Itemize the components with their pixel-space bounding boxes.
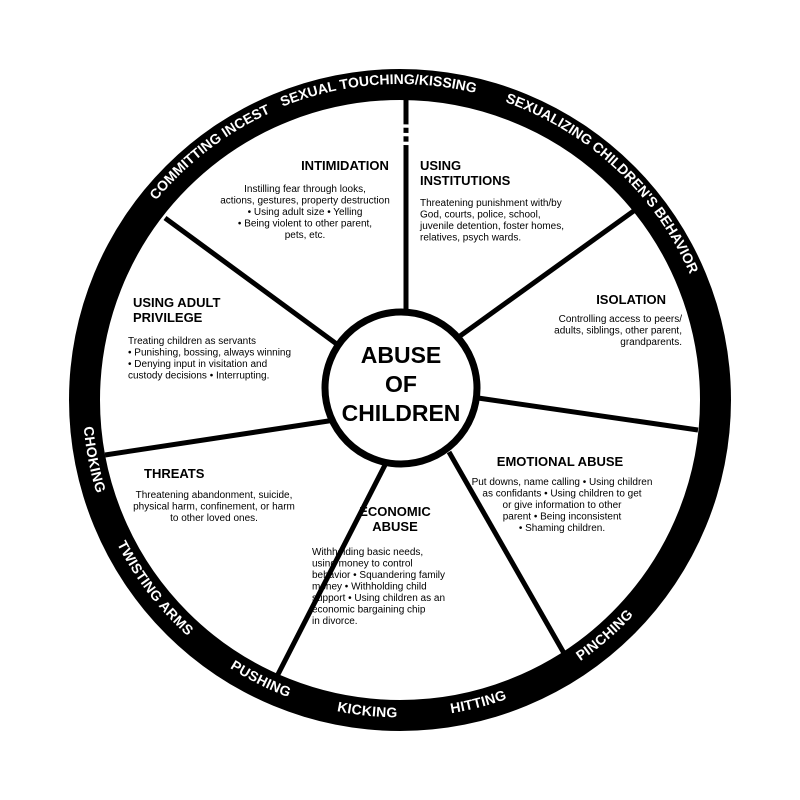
hub-line-3: CHILDREN	[342, 400, 461, 426]
segment-body-line: pets, etc.	[285, 230, 326, 241]
wheel-segments: INTIMIDATION Instilling fear through look…	[128, 158, 682, 627]
segment-body-line: actions, gestures, property destruction	[220, 196, 390, 207]
segment-title: INSTITUTIONS	[420, 173, 511, 188]
segment-body-line: Withholding basic needs,	[312, 547, 423, 558]
segment-body-line: • Shaming children.	[519, 523, 605, 534]
spoke-3	[477, 395, 699, 433]
segment-body-line: • Being violent to other parent,	[238, 219, 372, 230]
segment-1: INTIMIDATION Instilling fear through look…	[220, 158, 390, 241]
segment-title: THREATS	[144, 466, 205, 481]
segment-body-line: Controlling access to peers/	[559, 314, 683, 325]
segment-body-line: Instilling fear through looks,	[244, 184, 366, 195]
hub-circle	[321, 308, 481, 468]
segment-body-line: money • Withholding child	[312, 582, 427, 593]
segment-body-line: relatives, psych wards.	[420, 233, 521, 244]
segment-body-line: God, courts, police, school,	[420, 210, 541, 221]
segment-body-line: economic bargaining chip	[312, 605, 426, 616]
spoke-7	[163, 215, 340, 348]
segment-body-line: Put downs, name calling • Using children	[472, 477, 653, 488]
segment-body-line: Threatening punishment with/by	[420, 198, 562, 209]
segment-body-line: as confidants • Using children to get	[482, 489, 641, 500]
segment-body-line: • Punishing, bossing, always winning	[128, 348, 291, 359]
segment-body-line: Treating children as servants	[128, 336, 256, 347]
segment-title: ECONOMIC	[359, 504, 431, 519]
hub-line-1: ABUSE	[361, 342, 442, 368]
segment-body-line: parent • Being inconsistent	[503, 512, 622, 523]
segment-body-line: juvenile detention, foster homes,	[419, 221, 564, 232]
spoke-5	[267, 463, 388, 692]
segment-title: PRIVILEGE	[133, 310, 203, 325]
segment-title: USING	[420, 158, 461, 173]
segment-3: ISOLATION Controlling access to peers/adu…	[554, 292, 682, 348]
spoke-6	[104, 417, 336, 458]
segment-body-line: • Denying input in visitation and	[128, 359, 267, 370]
segment-body-line: custody decisions • Interrupting.	[128, 371, 269, 382]
segment-body-line: behavior • Squandering family	[312, 570, 445, 581]
segment-6: THREATS Threatening abandonment, suicide,…	[133, 466, 295, 524]
segment-body-line: grandparents.	[620, 337, 682, 348]
segment-title: INTIMIDATION	[301, 158, 389, 173]
segment-body-line: or give information to other	[503, 500, 623, 511]
spoke-2	[458, 207, 637, 339]
hub-line-2: OF	[385, 371, 417, 397]
segment-body-line: using money to control	[312, 559, 413, 570]
wheel-spokes	[104, 100, 699, 692]
spoke-4	[446, 450, 568, 657]
segment-body-line: to other loved ones.	[170, 513, 258, 524]
segment-body-line: adults, siblings, other parent,	[554, 326, 682, 337]
segment-title: ISOLATION	[596, 292, 666, 307]
segment-body-line: in divorce.	[312, 616, 358, 627]
segment-4: EMOTIONAL ABUSE Put downs, name calling •…	[472, 454, 653, 534]
segment-body-line: physical harm, confinement, or harm	[133, 502, 295, 513]
segment-title: ABUSE	[372, 519, 418, 534]
segment-title: USING ADULT	[133, 295, 220, 310]
segment-body-line: Threatening abandonment, suicide,	[136, 490, 293, 501]
segment-body-line: • Using adult size • Yelling	[248, 207, 363, 218]
segment-body-line: support • Using children as an	[312, 593, 445, 604]
segment-title: EMOTIONAL ABUSE	[497, 454, 624, 469]
